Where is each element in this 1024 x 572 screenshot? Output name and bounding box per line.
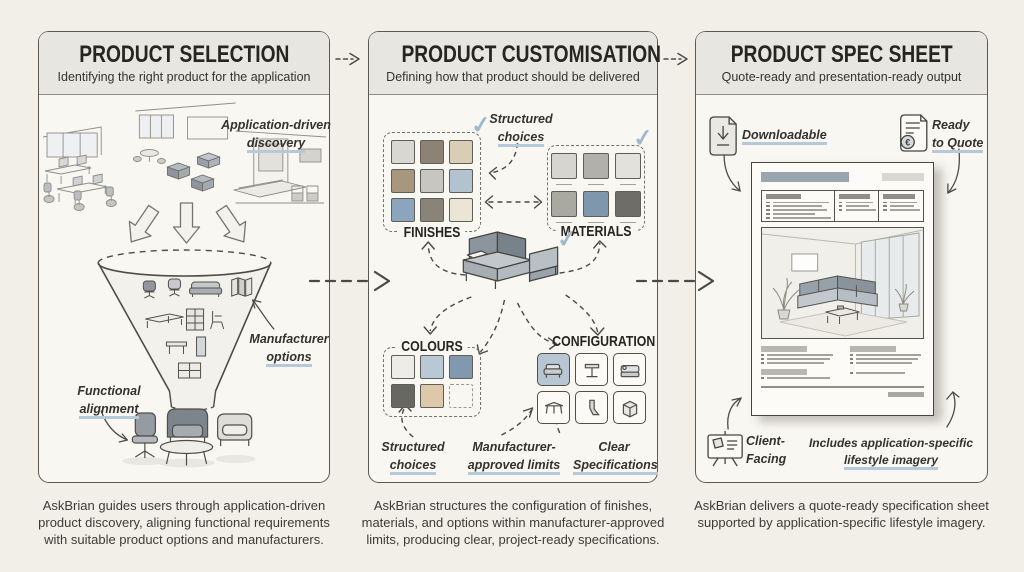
swatch bbox=[449, 140, 473, 164]
sheet-detail-col2 bbox=[849, 346, 925, 379]
annotation-structured-choices-bottom: Structured choices bbox=[371, 439, 455, 475]
annotation-lifestyle-imagery: Includes application-specific lifestyle … bbox=[801, 435, 981, 470]
materials-group: MATERIALS bbox=[547, 145, 645, 240]
swatch bbox=[449, 384, 473, 408]
sheet-ref-bar bbox=[882, 173, 924, 181]
swatch bbox=[420, 140, 444, 164]
funnel-furniture-icons bbox=[142, 277, 253, 379]
panel1-title: PRODUCT SELECTION bbox=[78, 41, 290, 68]
caption-product-spec-sheet: AskBrian delivers a quote-ready specific… bbox=[694, 498, 989, 531]
sheet-table-col2 bbox=[835, 191, 880, 221]
swatch bbox=[420, 169, 444, 193]
sheet-table-col3 bbox=[879, 191, 923, 221]
materials-label: MATERIALS bbox=[555, 223, 637, 240]
annotation-structured-choices-top: Structured choices bbox=[473, 111, 569, 147]
finishes-swatches bbox=[384, 133, 480, 229]
annotation-manufacturer-approved-limits: Manufacturer- approved limits bbox=[457, 439, 571, 475]
quote-icon: € bbox=[900, 114, 928, 152]
panel1-subtitle: Identifying the right product for the ap… bbox=[57, 70, 311, 85]
shortlisted-furniture bbox=[122, 408, 256, 468]
swatch bbox=[420, 198, 444, 222]
annotation-functional-alignment: Functional alignment bbox=[67, 383, 151, 419]
download-icon bbox=[709, 116, 737, 156]
swatch bbox=[583, 153, 609, 185]
annotation-ready-to-quote: Ready to Quote bbox=[932, 117, 986, 153]
swatch bbox=[391, 355, 415, 379]
option-arrows bbox=[401, 142, 601, 438]
annotation-clear-specifications: Clear Specifications bbox=[573, 439, 658, 475]
swatch bbox=[551, 191, 577, 223]
funnel bbox=[97, 249, 272, 412]
panel3-subtitle: Quote-ready and presentation-ready outpu… bbox=[721, 70, 962, 85]
check-icon: ✓ bbox=[631, 123, 655, 154]
client-facing-icon bbox=[707, 431, 743, 467]
office-scene-left bbox=[42, 126, 117, 211]
sheet-lifestyle-image bbox=[761, 227, 924, 339]
swatch bbox=[420, 355, 444, 379]
swatch bbox=[391, 198, 415, 222]
finishes-group: FINISHES bbox=[383, 132, 481, 241]
arrowheads bbox=[398, 166, 607, 418]
swatch bbox=[391, 384, 415, 408]
panel2-header: PRODUCT CUSTOMISATION Defining how that … bbox=[369, 32, 662, 95]
sheet-title-row bbox=[761, 172, 924, 182]
swatch bbox=[391, 140, 415, 164]
colours-label: COLOURS bbox=[396, 338, 468, 355]
check-icon: ✓ bbox=[555, 224, 579, 255]
sectional-sofa bbox=[462, 231, 559, 289]
room-render bbox=[762, 228, 923, 338]
caption-product-customisation: AskBrian structures the configuration of… bbox=[361, 498, 665, 548]
sheet-title-bar bbox=[761, 172, 849, 182]
converging-arrows bbox=[128, 202, 247, 244]
annotation-application-driven-discovery: Application-driven discovery bbox=[211, 117, 341, 153]
configuration-label: CONFIGURATION bbox=[552, 333, 656, 350]
materials-swatches bbox=[548, 146, 644, 230]
annotation-client-facing: Client- Facing bbox=[746, 434, 787, 466]
panel1-header: PRODUCT SELECTION Identifying the right … bbox=[39, 32, 329, 95]
sheet-spec-table bbox=[761, 190, 924, 222]
swatch bbox=[449, 169, 473, 193]
lounge-scene-middle bbox=[132, 102, 236, 192]
panel2-title: PRODUCT CUSTOMISATION bbox=[401, 41, 662, 68]
caption-product-selection: AskBrian guides users through applicatio… bbox=[38, 498, 330, 548]
configuration-options bbox=[537, 353, 646, 424]
config-option-folding-leg bbox=[575, 391, 608, 424]
swatch bbox=[391, 169, 415, 193]
sheet-detail-col1 bbox=[761, 346, 836, 379]
selection-illustration bbox=[42, 102, 327, 468]
swatch bbox=[449, 198, 473, 222]
panel3-header: PRODUCT SPEC SHEET Quote-ready and prese… bbox=[696, 32, 987, 95]
config-option-table-frame bbox=[575, 353, 608, 386]
panel-product-selection: PRODUCT SELECTION Identifying the right … bbox=[38, 31, 333, 483]
annotation-downloadable: Downloadable bbox=[742, 127, 827, 145]
config-option-sofa-bed bbox=[613, 353, 646, 386]
config-option-sectional-sofa bbox=[537, 353, 570, 386]
annotation-arrows bbox=[100, 299, 275, 443]
annotation-manufacturer-options: Manufacturer options bbox=[245, 331, 333, 367]
swatch bbox=[615, 191, 641, 223]
spec-sheet-illustration: € bbox=[707, 114, 961, 467]
sheet-footer bbox=[761, 385, 924, 397]
colours-group: COLOURS bbox=[383, 338, 481, 417]
colours-swatches bbox=[384, 348, 480, 415]
panel-product-customisation: PRODUCT CUSTOMISATION Defining how that … bbox=[368, 31, 662, 483]
sheet-detail-columns bbox=[761, 346, 924, 379]
customisation-illustration bbox=[398, 142, 607, 438]
panel-product-spec-sheet: PRODUCT SPEC SHEET Quote-ready and prese… bbox=[695, 31, 988, 483]
finishes-label: FINISHES bbox=[398, 224, 466, 241]
svg-text:€: € bbox=[905, 138, 910, 148]
swatch bbox=[583, 191, 609, 223]
swatch bbox=[615, 153, 641, 185]
config-option-cabinet bbox=[613, 391, 646, 424]
sheet-table-col1 bbox=[762, 191, 835, 221]
panel3-title: PRODUCT SPEC SHEET bbox=[730, 41, 953, 68]
annotation-arrows bbox=[723, 148, 961, 430]
swatch bbox=[449, 355, 473, 379]
config-option-bench bbox=[537, 391, 570, 424]
spec-sheet-document bbox=[751, 162, 934, 416]
swatch bbox=[551, 153, 577, 185]
panel2-subtitle: Defining how that product should be deli… bbox=[386, 70, 640, 85]
swatch bbox=[420, 384, 444, 408]
room-scene-right bbox=[233, 130, 327, 204]
